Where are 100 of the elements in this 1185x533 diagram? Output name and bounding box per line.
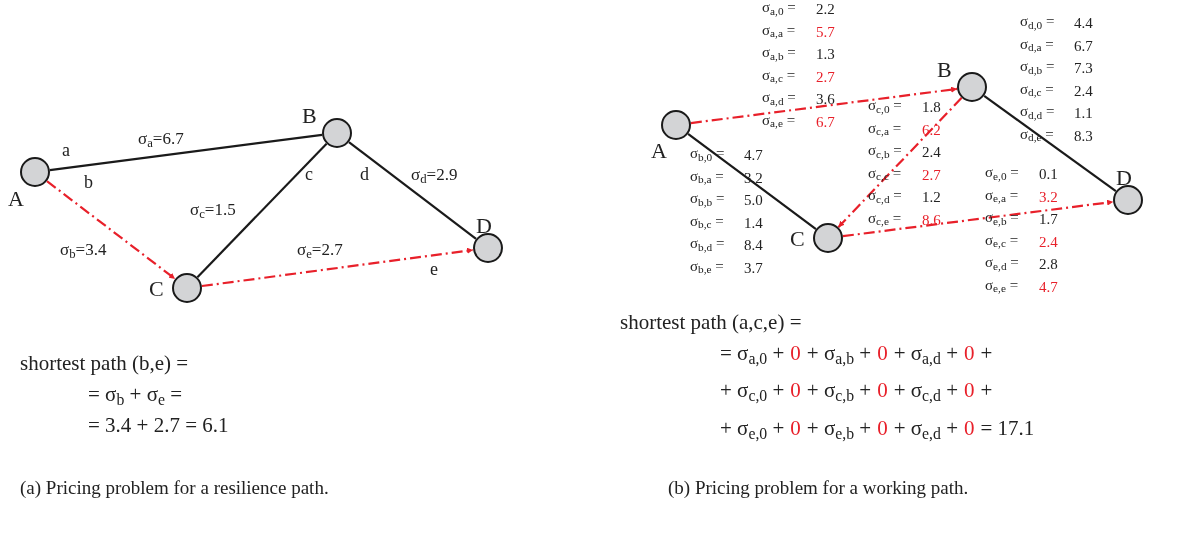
dual-variable: σ$_{e,b}$ = bbox=[985, 210, 1019, 225]
edge-name: c bbox=[305, 165, 313, 183]
network-node bbox=[322, 118, 352, 148]
edge-name: d bbox=[360, 165, 369, 183]
formula-line: = σ$_{b}$ + σ$_{e}$ = bbox=[88, 384, 183, 405]
node-name: D bbox=[476, 215, 492, 237]
dual-variable: σ$_{c,e}$ = bbox=[868, 210, 902, 226]
dual-value: 8.6 bbox=[922, 212, 941, 228]
link-line bbox=[196, 143, 328, 278]
dual-variable: σ$_{d,c}$ = bbox=[1020, 81, 1054, 97]
link-line bbox=[687, 133, 817, 230]
edge-weight: σ$_{d}$=2.9 bbox=[411, 166, 458, 183]
dual-value: 4.7 bbox=[744, 148, 763, 163]
dual-variable: σ$_{b,b}$ = bbox=[690, 191, 725, 206]
edge-weight: σ$_{e}$=2.7 bbox=[297, 241, 343, 258]
edge-weight: σ$_{b}$=3.4 bbox=[60, 241, 107, 258]
edge-weight: σ$_{c}$=1.5 bbox=[190, 201, 236, 218]
formula-term: + bbox=[980, 380, 993, 401]
dual-variable: σ$_{a,b}$ = bbox=[762, 45, 796, 60]
dual-value: 1.2 bbox=[922, 190, 941, 205]
dual-value: 1.8 bbox=[922, 100, 941, 115]
formula-term: + σ$_{c,0}$ + bbox=[720, 380, 785, 401]
dual-variable: σ$_{c,b}$ = bbox=[868, 143, 902, 158]
dual-value: 3.7 bbox=[744, 260, 763, 276]
dual-value: 2.8 bbox=[1039, 257, 1058, 272]
network-node bbox=[172, 273, 202, 303]
edge-name: a bbox=[62, 141, 70, 159]
zero-term: 0 bbox=[877, 343, 888, 364]
formula-term: + σ$_{a,b}$ + bbox=[806, 343, 872, 364]
dual-value: 3.6 bbox=[816, 92, 835, 107]
arrow bbox=[690, 86, 958, 125]
dual-value: 8.4 bbox=[744, 238, 763, 253]
dual-value: 8.3 bbox=[1074, 128, 1093, 144]
figure-caption: (b) Pricing problem for a working path. bbox=[668, 478, 969, 497]
dual-value: 1.3 bbox=[816, 47, 835, 62]
dual-value: 2.7 bbox=[816, 69, 835, 85]
dual-variable: σ$_{d,0}$ = bbox=[1020, 14, 1055, 29]
dual-variable: σ$_{a,a}$ = bbox=[762, 22, 796, 38]
zero-term: 0 bbox=[877, 380, 888, 401]
formula-term: + σ$_{a,d}$ + bbox=[893, 343, 958, 364]
dual-value: 2.4 bbox=[922, 145, 941, 160]
dual-value: 0.1 bbox=[1039, 167, 1058, 182]
dual-value: 2.7 bbox=[922, 167, 941, 183]
zero-term: 0 bbox=[964, 343, 975, 364]
zero-term: 0 bbox=[790, 343, 801, 364]
dual-variable: σ$_{e,c}$ = bbox=[985, 232, 1019, 248]
dual-value: 2.4 bbox=[1074, 83, 1093, 99]
node-name: C bbox=[149, 278, 164, 300]
network-node bbox=[20, 157, 50, 187]
formula-line: = 3.4 + 2.7 = 6.1 bbox=[88, 415, 229, 436]
dual-variable: σ$_{c,a}$ = bbox=[868, 120, 902, 136]
edge-name: b bbox=[84, 173, 93, 191]
node-name: C bbox=[790, 228, 805, 250]
zero-term: 0 bbox=[964, 418, 975, 439]
link-line bbox=[49, 133, 323, 172]
dual-variable: σ$_{a,e}$ = bbox=[762, 112, 796, 128]
dual-variable: σ$_{d,a}$ = bbox=[1020, 36, 1054, 52]
arrow bbox=[201, 247, 474, 288]
dual-variable: σ$_{d,d}$ = bbox=[1020, 104, 1055, 119]
dual-variable: σ$_{e,d}$ = bbox=[985, 255, 1019, 270]
zero-term: 0 bbox=[790, 418, 801, 439]
formula-term: + bbox=[980, 343, 993, 364]
node-name: B bbox=[937, 59, 952, 81]
arrow bbox=[46, 180, 176, 280]
dual-value: 4.4 bbox=[1074, 16, 1093, 31]
edge-name: e bbox=[430, 260, 438, 278]
formula-term: + σ$_{e,0}$ + bbox=[720, 418, 785, 439]
formula-term: + σ$_{c,d}$ + bbox=[893, 380, 958, 401]
link-line bbox=[348, 141, 477, 240]
dual-value: 3.2 bbox=[744, 170, 763, 186]
dual-variable: σ$_{d,e}$ = bbox=[1020, 126, 1054, 142]
dual-value: 6.7 bbox=[1074, 38, 1093, 54]
dual-variable: σ$_{e,e}$ = bbox=[985, 277, 1019, 293]
dual-variable: σ$_{a,c}$ = bbox=[762, 67, 796, 83]
dual-value: 1.4 bbox=[744, 215, 763, 231]
dual-variable: σ$_{c,0}$ = bbox=[868, 98, 902, 113]
dual-variable: σ$_{e,a}$ = bbox=[985, 187, 1019, 203]
network-node bbox=[473, 233, 503, 263]
dual-value: 5.0 bbox=[744, 193, 763, 208]
dual-value: 2.4 bbox=[1039, 234, 1058, 250]
network-node bbox=[813, 223, 843, 253]
formula-term: = σ$_{a,0}$ + bbox=[720, 343, 785, 364]
link-line bbox=[983, 94, 1117, 193]
dual-value: 3.2 bbox=[1039, 189, 1058, 205]
formula-term: + σ$_{e,d}$ + bbox=[893, 418, 958, 439]
dual-value: 1.1 bbox=[1074, 106, 1093, 121]
dual-variable: σ$_{a,0}$ = bbox=[762, 0, 796, 15]
dual-variable: σ$_{b,d}$ = bbox=[690, 236, 725, 251]
dual-variable: σ$_{b,0}$ = bbox=[690, 146, 725, 161]
dual-variable: σ$_{e,0}$ = bbox=[985, 165, 1019, 180]
dual-variable: σ$_{b,e}$ = bbox=[690, 258, 724, 274]
dual-value: 2.2 bbox=[816, 2, 835, 17]
dual-value: 4.7 bbox=[1039, 279, 1058, 295]
node-name: A bbox=[651, 140, 667, 162]
dual-value: 5.7 bbox=[816, 24, 835, 40]
node-name: B bbox=[302, 105, 317, 127]
figure-caption: (a) Pricing problem for a resilience path. bbox=[20, 478, 329, 497]
dual-variable: σ$_{d,b}$ = bbox=[1020, 59, 1055, 74]
dual-value: 7.3 bbox=[1074, 61, 1093, 76]
formula-term: + σ$_{e,b}$ + bbox=[806, 418, 872, 439]
